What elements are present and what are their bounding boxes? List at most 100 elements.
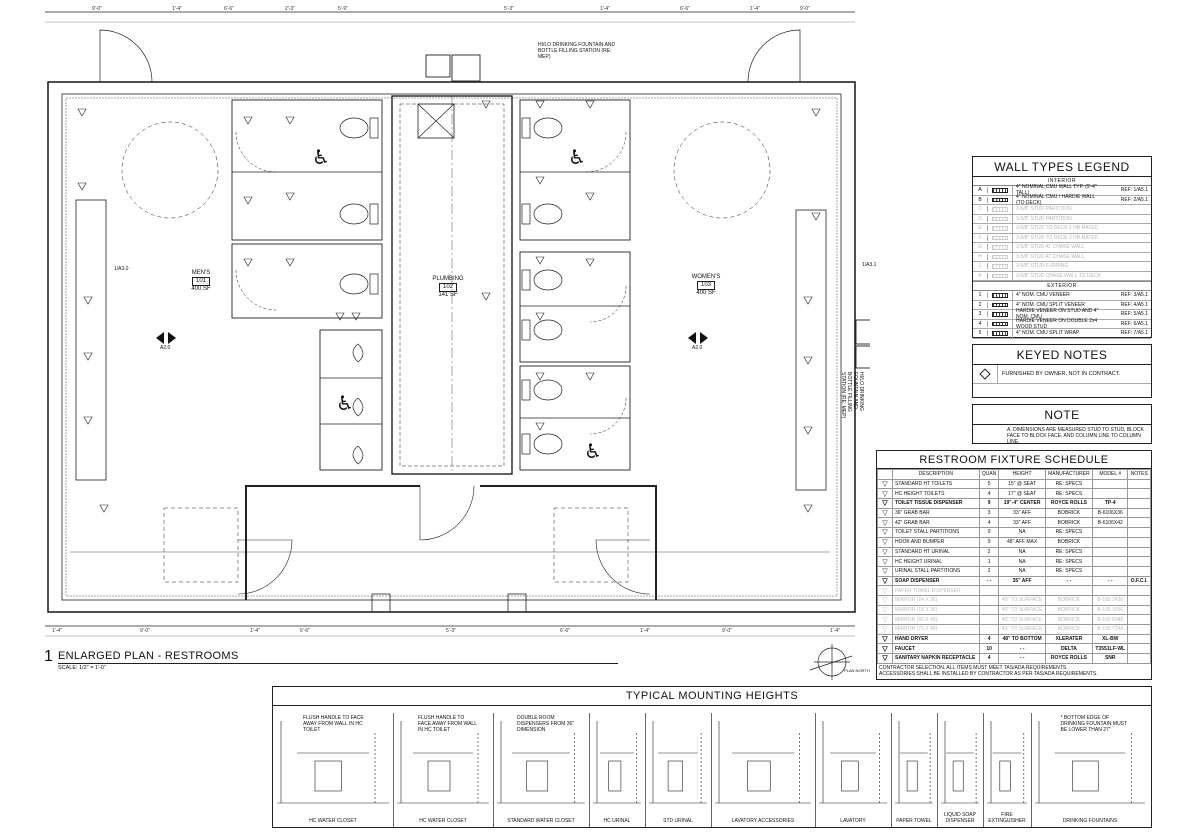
triangle-icon: ▽: [877, 517, 893, 529]
top-dimension-label: 5'-9": [338, 6, 348, 12]
tag-triangle-icon: [535, 176, 545, 185]
fixture-notes: [1127, 527, 1151, 538]
tag-triangle-icon: [535, 372, 545, 381]
fixture-model: [1092, 585, 1129, 596]
fixture-description: FAUCET: [892, 643, 980, 655]
wall-type-desc: 3-5/8" STUD AT CHASE WALL: [1016, 253, 1085, 260]
fixture-model: TP-4: [1092, 498, 1129, 509]
fixture-model: [1092, 565, 1129, 577]
tag-triangle-icon: [285, 258, 295, 267]
wall-type-tag: 1: [973, 292, 988, 299]
tag-triangle-icon: [83, 352, 93, 361]
mounting-elevation-sketch: [819, 721, 887, 804]
schedule-row: ▽SOAP DISPENSER- -35" AFF- -- -O.F.C.I.: [877, 575, 1151, 587]
mounting-elevation-sketch: [1035, 721, 1145, 804]
fixture-description: HOOK AND BUMPER: [892, 536, 980, 548]
fixture-model: [1092, 546, 1129, 558]
fixture-model: [1092, 536, 1129, 548]
fixture-notes: [1127, 565, 1151, 577]
fixture-notes: [1127, 585, 1151, 596]
mounting-elevation-sketch: [397, 721, 489, 804]
keyed-notes: KEYED NOTES FURNISHED BY OWNER, NOT IN C…: [972, 344, 1152, 398]
fixture-quan: 2: [978, 546, 1000, 558]
wall-type-desc: 3-5/8" STUD PARTITION: [1016, 206, 1072, 213]
wall-type-desc: 3-5/8" STUD AT CHASE WALL: [1016, 244, 1085, 251]
top-dimension-label: 1'-4": [600, 6, 610, 12]
fixture-quan: [978, 585, 1000, 596]
fixture-height: 33" AFF: [998, 507, 1046, 519]
triangle-icon: ▽: [877, 546, 893, 558]
fixture-description: MIRROR (24 X 36): [892, 594, 980, 606]
fixture-height: - -: [998, 643, 1046, 655]
svg-text:♿: ♿: [336, 391, 354, 415]
top-dimension-label: 1'-4": [750, 6, 760, 12]
triangle-icon: ▽: [877, 653, 893, 664]
bottom-dimension-label: 1'-4": [640, 628, 650, 634]
fixture-description: TOILET TISSUE DISPENSER: [892, 498, 980, 509]
fixture-description: HC HEIGHT URINAL: [892, 556, 980, 567]
fixture-quan: - -: [978, 575, 1000, 587]
tag-triangle-icon: [585, 100, 595, 109]
fixture-description: MIRROR (72 X 48): [892, 624, 980, 635]
col-description: DESCRIPTION: [892, 469, 980, 480]
wall-hatch-swatch: [988, 233, 1013, 242]
fountain-note-top: HI/LO DRINKING FOUNTAIN AND BOTTLE FILLI…: [538, 42, 616, 60]
triangle-icon: ▽: [877, 565, 893, 577]
floor-plan-drawing: ♿ ♿ ♿ ♿ 9'-0"1'-4"6'-6"2'-3"5'-9"5'-3"1'…: [45, 6, 883, 680]
wall-type-tag: 4: [973, 320, 988, 327]
fixture-height: NA: [998, 546, 1046, 558]
fixture-manufacturer: - -: [1044, 575, 1094, 587]
wall-type-desc: 3-5/8" STUD FURRING: [1016, 263, 1069, 270]
mounting-column: DOUBLE ROOM DISPENSERS FROM 36" DIMENSIO…: [493, 713, 590, 827]
mounting-note: * BOTTOM EDGE OF DRINKING FOUNTAIN MUST …: [1060, 715, 1127, 733]
triangle-icon: ▽: [877, 624, 893, 635]
wall-hatch-swatch: [988, 243, 1013, 252]
bottom-dimension-label: 6'-6": [300, 628, 310, 634]
tag-triangle-icon: [535, 422, 545, 431]
tag-triangle-icon: [77, 108, 87, 117]
wall-hatch-swatch: [988, 205, 1013, 214]
mounting-label: STANDARD WATER CLOSET: [507, 818, 575, 824]
triangle-icon: ▽: [877, 488, 893, 500]
top-dimension-label: 9'-0": [92, 6, 102, 12]
mounting-note: FLUSH HANDLE TO FACE AWAY FROM WALL IN H…: [418, 715, 477, 733]
top-dimension-label: 6'-6": [680, 6, 690, 12]
tag-triangle-icon: [83, 296, 93, 305]
top-dimension-label: 2'-3": [285, 6, 295, 12]
wall-hatch-swatch: [988, 252, 1013, 261]
fixture-model: T3551LF-WL: [1092, 643, 1129, 655]
room-label-mens: MEN'S 101 400 SF: [191, 270, 211, 292]
mounting-heights-title: TYPICAL MOUNTING HEIGHTS: [273, 687, 1151, 706]
mounting-label: FIRE EXTINGUISHER: [988, 812, 1026, 824]
bottom-dimension-label: 1'-4": [250, 628, 260, 634]
wall-hatch-swatch: [988, 271, 1013, 280]
wall-type-tag: A: [973, 187, 988, 194]
mounting-elevation-sketch: [895, 721, 933, 804]
fixture-manufacturer: XLERATER: [1044, 633, 1094, 645]
mounting-label: HC URINAL: [603, 818, 631, 824]
mounting-column: LIQUID SOAP DISPENSER: [937, 713, 984, 827]
top-dimension-label: 6'-6": [224, 6, 234, 12]
wall-type-row: J 3-5/8" STUD FURRING: [973, 262, 1151, 272]
fixture-manufacturer: BOBRICK: [1044, 604, 1094, 616]
mounting-column: FIRE EXTINGUISHER: [983, 713, 1032, 827]
fixture-notes: O.F.C.I.: [1127, 575, 1151, 587]
mounting-elevation-sketch: [987, 721, 1027, 804]
wall-hatch-swatch: [988, 300, 1013, 309]
tag-triangle-icon: [803, 296, 813, 305]
fixture-quan: [978, 624, 1000, 635]
wall-type-tag: F: [973, 234, 988, 241]
mounting-column: * BOTTOM EDGE OF DRINKING FOUNTAIN MUST …: [1031, 713, 1149, 827]
wall-type-tag: J: [973, 263, 988, 270]
